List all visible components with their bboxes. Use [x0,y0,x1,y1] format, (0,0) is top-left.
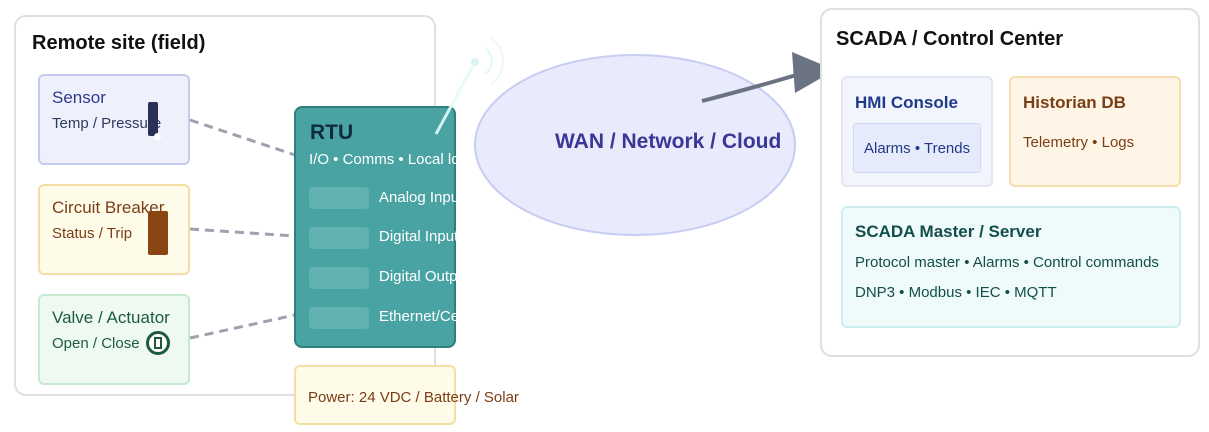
antenna-icon [434,37,504,135]
circuit-breaker-detail: Status / Trip [52,225,133,242]
analog-inputs-slot [309,187,369,209]
historian-db-card[interactable]: Historian DB Telemetry • Logs [1009,76,1181,187]
uplink-arrowhead [792,52,835,93]
rtu-subtitle: I/O • Comms • Local logic [309,151,479,168]
breaker-icon [148,211,168,255]
hmi-screen: Alarms • Trends [853,123,981,173]
sensor-title: Sensor [52,88,106,107]
probe-icon [148,102,158,136]
hmi-console-detail: Alarms • Trends [864,140,971,157]
digital-inputs-slot [309,227,369,249]
valve-actuator-title: Valve / Actuator [52,308,170,327]
valve-actuator-card[interactable]: Valve / Actuator Open / Close [38,294,190,385]
ethernet-cellular-slot [309,307,369,329]
digital-inputs-label: Digital Inputs [379,228,466,245]
rtu-subtitle-clip: I/O • Comms • Local logic [296,150,496,174]
valve-icon [146,331,170,355]
sensor-connector [189,118,296,157]
uplink-arrow [701,71,804,103]
scada-master-card[interactable]: SCADA Master / Server Protocol master • … [841,206,1181,328]
scada-title: SCADA / Control Center [836,28,1064,50]
ethernet-cellular-label: Ethernet/Cellular [379,308,491,325]
scada-master-line1: Protocol master • Alarms • Control comma… [855,254,1159,271]
digital-outputs-slot [309,267,369,289]
hmi-console-title: HMI Console [855,93,958,112]
sensor-detail: Temp / Pressure [52,115,162,132]
valve-stem-icon [154,337,162,349]
rtu-title: RTU [310,121,354,144]
scada-master-line2: DNP3 • Modbus • IEC • MQTT [855,284,1057,301]
power-box: Power: 24 VDC / Battery / Solar [294,365,519,425]
valve-connector [189,313,296,340]
valve-actuator-detail: Open / Close [52,335,140,352]
circuit-breaker-title: Circuit Breaker [52,198,165,217]
hmi-console-card[interactable]: HMI Console Alarms • Trends [841,76,993,187]
network-cloud [474,54,796,236]
remote-site-title: Remote site (field) [32,32,206,54]
analog-inputs-label: Analog Inputs [379,189,471,206]
sensor-card[interactable]: Sensor Temp / Pressure [38,74,190,165]
network-label: WAN / Network / Cloud [555,130,782,153]
scada-master-title: SCADA Master / Server [855,222,1042,241]
power-label: Power: 24 VDC / Battery / Solar [308,389,519,406]
probe-tip-icon [154,133,161,140]
circuit-breaker-card[interactable]: Circuit Breaker Status / Trip [38,184,190,275]
historian-db-detail: Telemetry • Logs [1023,134,1135,151]
digital-outputs-label: Digital Outputs [379,268,478,285]
breaker-connector [189,227,296,238]
historian-db-title: Historian DB [1023,93,1126,112]
